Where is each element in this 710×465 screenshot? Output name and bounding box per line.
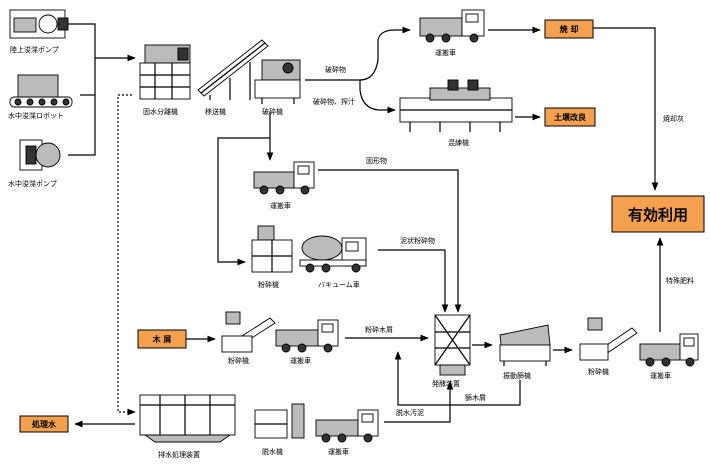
burn-box-label: 焼 却 xyxy=(560,24,579,34)
truck-bottom-machine xyxy=(315,409,379,443)
source-bus-line xyxy=(68,23,96,156)
flow-crushed-drain-label: 破砕物、搾汁 xyxy=(313,97,355,106)
truck-top-machine xyxy=(419,9,485,43)
truck-bottom-label: 運搬車 xyxy=(328,447,349,456)
separator-label: 固水分離機 xyxy=(143,107,178,116)
drain-machine xyxy=(139,394,236,443)
flow-mud-label: 泥状粉砕物 xyxy=(400,236,435,245)
crusher2-label: 粉砕機 xyxy=(258,280,279,289)
ash-to-reuse-arrow xyxy=(593,27,659,191)
reuse-box xyxy=(611,195,705,233)
truck-mid-label: 運搬車 xyxy=(270,201,291,210)
crusher1-machine xyxy=(254,59,301,104)
water-pump-label: 水中浚渫ポンプ xyxy=(8,179,57,188)
crusher3-label: 粉砕機 xyxy=(228,356,249,365)
flow-crushed-label: 破砕物 xyxy=(325,65,346,74)
flow-ash-label: 焼却灰 xyxy=(663,114,684,123)
crusher4-label: 粉砕機 xyxy=(588,367,609,376)
crusher4-machine xyxy=(579,317,638,361)
kneader-label: 混練機 xyxy=(448,138,469,147)
dewater-machine xyxy=(254,403,305,439)
separator-to-drain-dashed xyxy=(117,94,136,416)
reuse-box-label: 有効利用 xyxy=(628,206,688,224)
drain-label: 排水処理装置 xyxy=(158,450,200,459)
sieve-machine xyxy=(499,324,551,366)
truck-final-machine xyxy=(639,333,699,367)
kneader-machine xyxy=(399,79,513,132)
flow-residue-label: 篩木屑 xyxy=(465,393,486,402)
vacuum-truck-machine xyxy=(299,235,367,273)
ferment-machine xyxy=(434,314,471,376)
to-crusher2-arrow xyxy=(217,137,270,266)
residue-loop-arrow xyxy=(394,351,521,406)
water-pump-machine xyxy=(19,139,61,171)
truck-final-label: 運搬車 xyxy=(650,371,671,380)
robot-label: 水中浚渫ロボット xyxy=(8,111,64,120)
land-pump-machine xyxy=(9,9,69,39)
robot-machine xyxy=(9,74,73,108)
soil-box xyxy=(544,107,596,127)
crusher2-machine xyxy=(251,225,293,273)
burn-box xyxy=(544,19,594,39)
flow-compost-label: 特殊肥料 xyxy=(666,276,694,285)
crushed-to-truck-arrow xyxy=(305,26,411,81)
mud-to-ferment-arrow xyxy=(378,249,449,313)
water-box-label: 処理水 xyxy=(31,419,57,429)
flow-solids-label: 固形物 xyxy=(366,156,387,165)
land-pump-label: 陸上浚渫ポンプ xyxy=(10,45,59,54)
separator-machine xyxy=(139,44,191,100)
truck-wood-label: 運搬車 xyxy=(290,356,311,365)
ferment-label: 発酵装置 xyxy=(432,379,460,388)
crusher3-machine xyxy=(221,311,276,353)
truck-mid-machine xyxy=(253,161,315,195)
truck-wood-machine xyxy=(275,319,339,353)
flow-sludge-label: 脱水汚泥 xyxy=(396,408,424,417)
dewater-label: 脱水機 xyxy=(262,447,283,456)
vacuum-label: バキューム車 xyxy=(318,280,360,289)
wood-box-label: 木 屑 xyxy=(152,334,172,344)
crushed-to-kneader-arrow xyxy=(359,80,396,114)
flow-chips-label: 粉砕木屑 xyxy=(365,325,393,334)
water-box xyxy=(19,415,69,433)
conveyor-label: 移送機 xyxy=(205,107,226,116)
solids-to-ferment-arrow xyxy=(318,169,462,313)
sieve-label: 振動篩機 xyxy=(503,371,531,380)
conveyor-machine xyxy=(197,39,269,100)
truck-top-label: 運搬車 xyxy=(435,48,456,57)
crusher1-label: 破砕機 xyxy=(262,107,283,116)
soil-box-label: 土壌改良 xyxy=(554,112,586,122)
sludge-to-ferment-arrow xyxy=(384,381,454,423)
